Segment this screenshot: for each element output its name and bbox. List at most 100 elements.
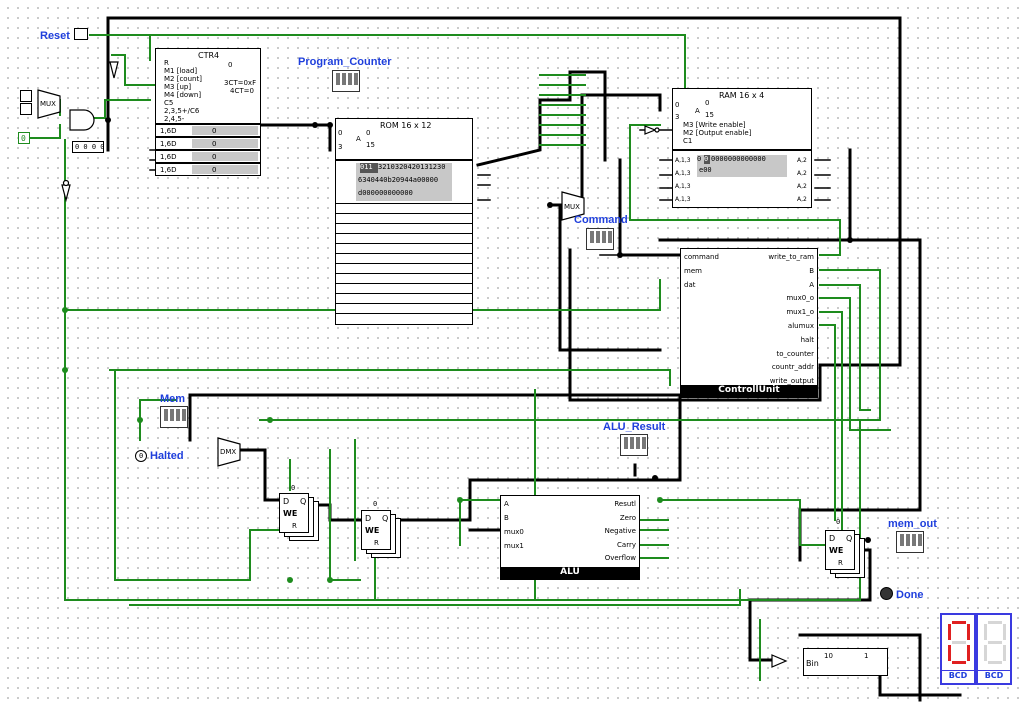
counter-bit-label: 1,6D <box>160 166 177 174</box>
reset-button[interactable] <box>74 28 88 40</box>
control-unit-output-A: A <box>809 280 814 289</box>
bin-converter[interactable]: 10 1 Bin <box>803 648 888 676</box>
control-unit-input-command: command <box>684 253 719 261</box>
counter-bit-row: 1,6D 0 <box>155 137 261 150</box>
counter-input-label: M1 [load] <box>164 67 198 75</box>
alu-input-A: A <box>504 500 509 508</box>
counter-input-label: 2,4,5- <box>164 115 185 123</box>
ram-pin-left: A,1,3 <box>675 183 691 190</box>
bcd-display-ones: BCD <box>976 613 1012 685</box>
rom-16x12[interactable]: ROM 16 x 12 0 3 A 0 15 <box>335 118 473 160</box>
mux-command-label: MUX <box>564 203 580 211</box>
rom-row-separator <box>336 213 472 214</box>
ram-range-top: 0 <box>705 99 710 107</box>
counter-bit-value: 0 <box>212 140 217 148</box>
alu-output-resutl: Resutl <box>614 500 636 508</box>
ram-pin-left: A,1,3 <box>675 196 691 203</box>
program-counter-probe <box>332 70 360 92</box>
control-unit-output-B: B <box>809 266 814 275</box>
ram-16x4[interactable]: RAM 16 x 4 0 3 A 0 15 M3 [Write enable] … <box>672 88 812 150</box>
rom-row-separator <box>336 243 472 244</box>
counter-bit-row: 1,6D 0 <box>155 124 261 137</box>
alu-input-mux0: mux0 <box>504 528 524 536</box>
clock-input-alt[interactable] <box>20 103 32 115</box>
halted-label: Halted <box>150 450 184 462</box>
control-unit-input-mem: mem <box>684 267 702 275</box>
control-unit-output-mux0-o: mux0_o <box>786 294 814 303</box>
dmx-label: DMX <box>220 448 237 456</box>
alu-output-zero: Zero <box>619 513 636 522</box>
rom-row-separator <box>336 313 472 314</box>
control-unit-input-dat: dat <box>684 281 696 289</box>
ram-pin-right: A,2 <box>797 196 807 203</box>
counter-bit-row: 1,6D 0 <box>155 150 261 163</box>
counter-input-label: 2,3,5+/C6 <box>164 107 200 115</box>
rom-range-top: 0 <box>366 129 371 137</box>
register-b[interactable]: D Q WE R <box>361 510 391 550</box>
counter-bit-label: 1,6D <box>160 153 177 161</box>
counter-bit-value: 0 <box>212 127 217 135</box>
ram-pin-right: A,2 <box>797 157 807 164</box>
alu-output-negative: Negative <box>604 527 636 535</box>
counter-bit-label: 1,6D <box>160 140 177 148</box>
register-a[interactable]: D Q WE R <box>279 493 309 533</box>
command-probe <box>586 228 614 250</box>
mem-out-register[interactable]: D Q WE R <box>825 530 855 570</box>
and-gate-shape <box>69 109 95 131</box>
command-label: Command <box>574 214 628 226</box>
mem-probe <box>160 406 188 428</box>
buffer-bin <box>771 654 788 668</box>
control-unit-output-countr-addr: countr_addr <box>771 363 814 372</box>
control-unit-name: ControllUnit <box>681 385 817 397</box>
done-led <box>880 587 893 600</box>
rom-row-separator <box>336 283 472 284</box>
counter-bit-value: 0 <box>212 166 217 174</box>
alu-input-B: B <box>504 514 509 522</box>
control-unit-output-write-output: write_output <box>769 377 814 386</box>
alu-output-overflow: Overflow <box>604 554 636 562</box>
counter-bit-label: 1,6D <box>160 127 177 135</box>
counter-input-label: M2 [count] <box>164 75 202 83</box>
control-unit-output-write-to-ram: write_to_ram <box>768 253 814 261</box>
control-unit-output-mux1-o: mux1_o <box>786 308 814 317</box>
rom-memory[interactable]: 011 3210320420131230 6340440b20944a00000… <box>335 160 473 325</box>
ram-pin-left: A,1,3 <box>675 170 691 177</box>
rom-row-separator <box>336 293 472 294</box>
counter-input-label: R <box>164 59 169 67</box>
rom-row-separator <box>336 233 472 234</box>
dmx-shape <box>217 437 241 467</box>
const-zero-input[interactable]: 0 <box>18 132 30 144</box>
alu-output-carry: Carry <box>617 540 636 549</box>
counter-input-label: C5 <box>164 99 174 107</box>
mem-label: Mem <box>160 393 186 405</box>
control-unit-output-to-counter: to_counter <box>776 349 814 358</box>
clock-input[interactable] <box>20 90 32 102</box>
ram-pin-left: A,1,3 <box>675 157 691 164</box>
mux-command-shape <box>561 191 585 221</box>
rom-row-separator <box>336 253 472 254</box>
ram-range-bot: 15 <box>705 111 714 119</box>
rom-row-separator <box>336 203 472 204</box>
buffer-top <box>109 61 119 79</box>
mux-left-shape <box>37 89 61 119</box>
counter-input-label: M4 [down] <box>164 91 202 99</box>
rom-row-separator <box>336 223 472 224</box>
rom-row-separator <box>336 303 472 304</box>
buffer-ram <box>644 125 657 135</box>
bits-constant: 0 0 0 0 <box>72 141 105 153</box>
ram-pin-right: A,2 <box>797 170 807 177</box>
alu-input-mux1: mux1 <box>504 542 524 550</box>
counter-bit-row: 1,6D 0 <box>155 163 261 176</box>
mem-out-probe <box>896 531 924 553</box>
program-counter-label: Program_Counter <box>298 56 392 68</box>
buffer-low <box>61 184 71 203</box>
alu-result-label: ALU_Result <box>603 421 666 433</box>
rom-row-separator <box>336 273 472 274</box>
control-unit-output-alumux: alumux <box>787 322 814 330</box>
counter-bit-value: 0 <box>212 153 217 161</box>
